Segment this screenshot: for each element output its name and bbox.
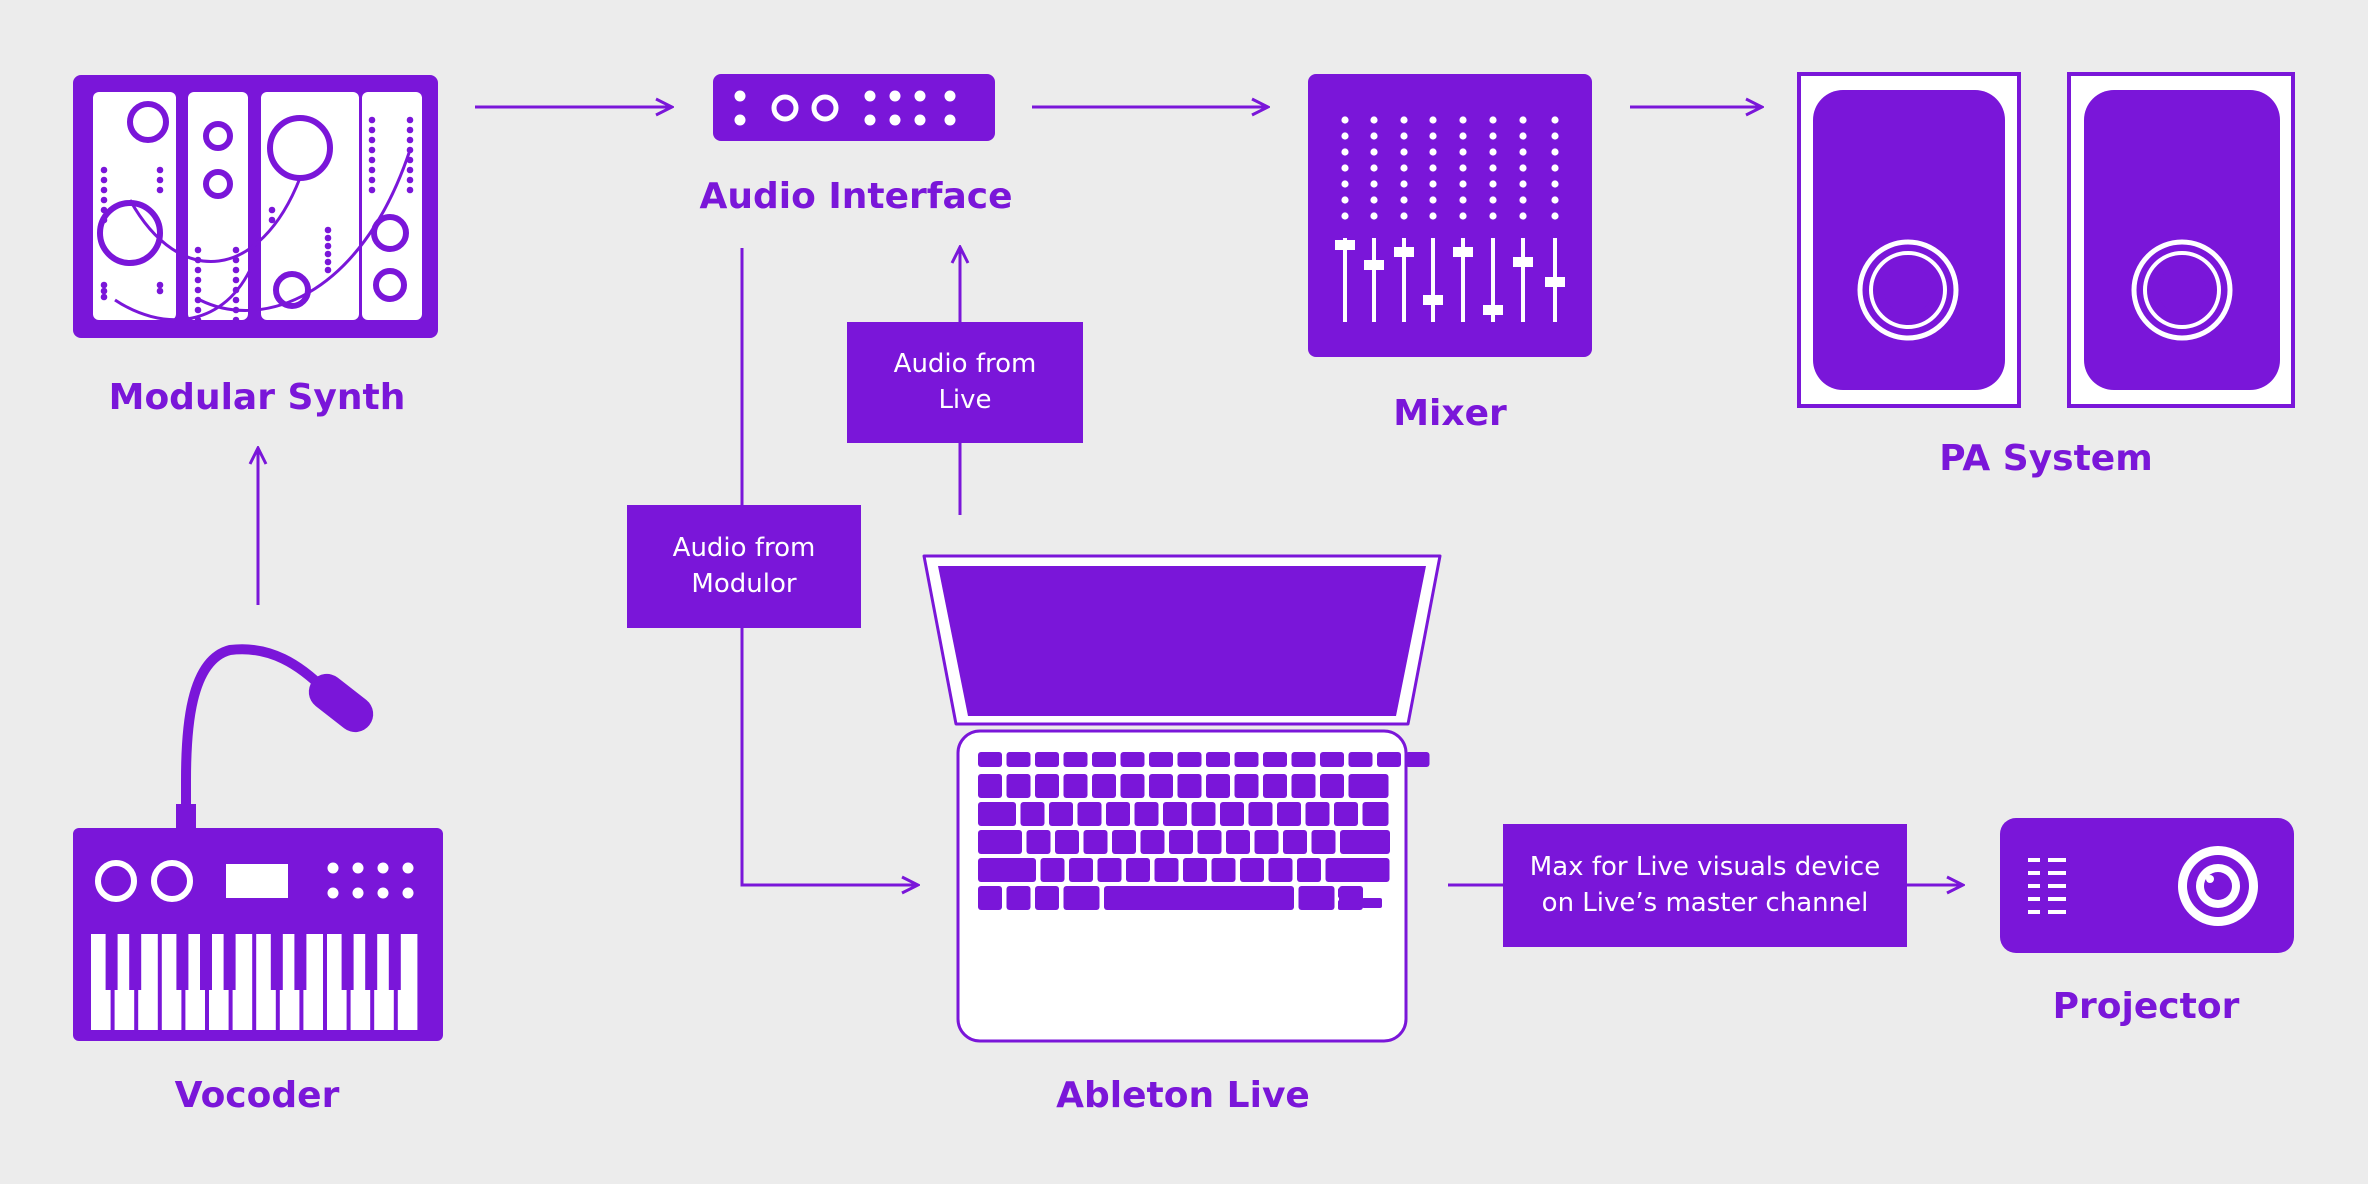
audio-from-modulor-line-2: Modulor bbox=[691, 568, 797, 599]
vocoder-label: Vocoder bbox=[174, 1075, 340, 1116]
vocoder-keyboard-icon bbox=[73, 644, 443, 1041]
modular-synth-icon bbox=[73, 75, 438, 338]
max-for-live-line-1: Max for Live visuals device bbox=[1529, 852, 1881, 883]
mixer-icon bbox=[1308, 74, 1592, 357]
audio-from-live-line-2: Live bbox=[938, 384, 992, 415]
laptop-icon bbox=[922, 554, 1442, 1043]
ableton-live-label: Ableton Live bbox=[1056, 1075, 1310, 1116]
audio-interface-icon bbox=[713, 74, 995, 141]
audio-from-live-box: Audio from Live bbox=[847, 322, 1083, 443]
mixer-label: Mixer bbox=[1393, 393, 1507, 434]
projector-icon bbox=[2000, 818, 2294, 953]
pa-system-label: PA System bbox=[1939, 438, 2153, 479]
modular-synth-label: Modular Synth bbox=[108, 377, 406, 418]
arrow-interface-to-live bbox=[740, 248, 918, 885]
projector-label: Projector bbox=[2052, 986, 2240, 1027]
audio-interface-label: Audio Interface bbox=[699, 176, 1013, 217]
audio-from-modulor-line-1: Audio from bbox=[672, 533, 816, 564]
max-for-live-line-2: on Live’s master channel bbox=[1541, 887, 1869, 918]
audio-from-modulor-box: Audio from Modulor bbox=[627, 505, 861, 628]
max-for-live-box: Max for Live visuals device on Live’s ma… bbox=[1503, 824, 1907, 947]
audio-from-live-line-1: Audio from bbox=[893, 349, 1037, 380]
speakers-icon bbox=[1797, 72, 2295, 408]
